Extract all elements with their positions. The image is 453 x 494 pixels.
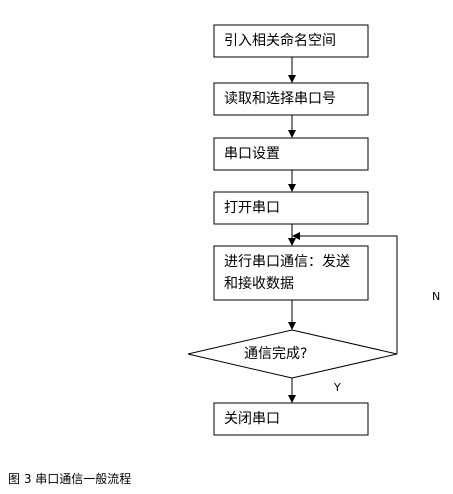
step-box-3 xyxy=(213,137,369,171)
final-step-label: 关闭串口 xyxy=(224,411,280,427)
step-box-2 xyxy=(213,82,369,116)
step-box-4 xyxy=(213,191,369,225)
step-label-5: 进行串口通信：发送和接收数据 xyxy=(224,254,350,292)
figure-caption: 图 3 串口通信一般流程 xyxy=(8,472,132,486)
no-branch-label: N xyxy=(432,290,441,303)
step-label-1: 引入相关命名空间 xyxy=(224,33,336,49)
step-label-4: 打开串口 xyxy=(224,200,280,216)
yes-branch-label: Y xyxy=(334,381,341,394)
final-step-box xyxy=(213,402,369,436)
step-box-5 xyxy=(213,245,369,301)
step-label-3: 串口设置 xyxy=(224,146,280,162)
step-box-1 xyxy=(213,24,369,58)
decision-label: 通信完成? xyxy=(244,346,308,362)
step-label-2: 读取和选择串口号 xyxy=(224,91,336,107)
loop-back-line xyxy=(292,232,398,354)
